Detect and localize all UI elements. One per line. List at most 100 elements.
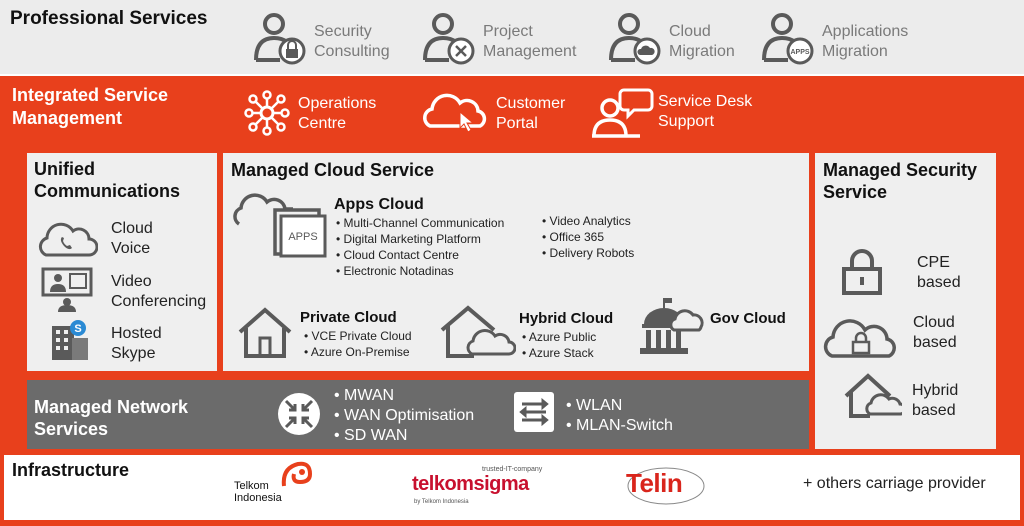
telkomsigma-logo: trusted-IT-company telkomsigma by Telkom… [412,466,546,510]
managed-network-services-title: Managed Network Services [34,396,188,440]
infrastructure-band [4,455,1020,520]
mss-label-line1: Cloud [913,314,955,331]
apps-cloud-list-2: Video Analytics Office 365 Delivery Robo… [542,213,635,261]
uc-label-line1: Hosted [111,325,162,342]
padlock-icon [842,249,882,295]
ps-label-line1: Project [483,23,533,40]
ism-label-line1: Operations [298,95,377,112]
apps-icon-text: APPS [288,231,317,243]
managed-security-service-panel [815,153,996,449]
list-item: Azure On-Premise [304,344,412,360]
house-cloud-icon [440,305,516,358]
telkom-swirl-icon [281,461,313,487]
list-item: WAN Optimisation [334,406,474,426]
ps-label-line2: Management [483,43,577,60]
ism-title-line2: Management [12,108,123,128]
ps-label-line2: Migration [669,43,735,60]
telkom-line1: Telkom [234,480,269,492]
ps-label-line2: Consulting [314,43,390,60]
wan-optimisation-icon [278,393,320,435]
professional-services-band [0,0,1024,74]
mss-title-line2: Service [823,182,888,202]
uc-label-line2: Voice [111,240,151,257]
cloud-lock-icon [823,319,896,358]
mns-title-line2: Services [34,419,109,439]
professional-services-title: Professional Services [10,8,208,29]
uc-label-line1: Video [111,273,152,290]
list-item: SD WAN [334,426,474,446]
mss-label-line2: based [912,402,956,419]
svg-text:APPS: APPS [790,49,809,56]
telkom-indonesia-logo: Telkom Indonesia [232,460,314,508]
hybrid-cloud-list: Azure Public Azure Stack [522,329,596,361]
infrastructure-title: Infrastructure [12,460,130,480]
ps-label-line1: Cloud [669,23,711,40]
list-item: MWAN [334,386,474,406]
mns-list-2: WLAN MLAN-Switch [566,396,673,436]
government-building-cloud-icon [640,298,704,354]
mss-label-line1: CPE [917,254,950,271]
ism-label-line2: Centre [298,115,347,132]
private-cloud-title: Private Cloud [300,309,397,326]
telkomsigma-sub: by Telkom Indonesia [414,499,469,505]
house-cloud-icon [844,373,902,418]
list-item: Video Analytics [542,213,634,229]
gov-cloud-title: Gov Cloud [710,310,786,327]
svg-text:S: S [74,323,81,335]
list-item: WLAN [566,396,673,416]
network-hub-icon [244,90,290,136]
ism-title-line1: Integrated Service [12,85,169,105]
list-item: Multi-Channel Communication [336,215,505,231]
unified-communications-title: Unified Communications [34,158,180,202]
cloud-pointer-icon [423,93,487,133]
ism-label-line1: Service Desk [658,93,753,110]
list-item: Office 365 [542,229,634,245]
apps-cloud-list-1: Multi-Channel Communication Digital Mark… [336,215,505,279]
skype-building-icon: S [52,320,88,360]
telin-logo: Telin [622,464,706,508]
list-item: Delivery Robots [542,245,635,261]
mss-label-line1: Hybrid [912,382,959,399]
house-icon [238,307,292,358]
others-carriage-provider: + others carriage provider [803,475,986,492]
telin-wordmark: Telin [626,468,683,498]
apps-cloud-title: Apps Cloud [334,196,424,213]
mss-item-hybrid-based: Hybrid based [912,381,958,421]
list-item: Digital Marketing Platform [336,231,504,247]
list-item: Azure Stack [522,345,596,361]
managed-security-service-title: Managed Security Service [823,159,977,203]
apps-cloud-icon: APPS [233,193,327,258]
list-item: MLAN-Switch [566,416,673,436]
mss-title-line1: Managed Security [823,160,978,180]
list-item: Azure Public [522,329,596,345]
private-cloud-list: VCE Private Cloud Azure On-Premise [304,328,412,360]
ism-label-line1: Customer [496,95,566,112]
list-item: Cloud Contact Centre [336,247,504,263]
uc-label-line2: Skype [111,345,156,362]
user-apps-icon: APPS [762,13,814,65]
list-item: VCE Private Cloud [304,328,412,344]
telkomsigma-wordmark: telkomsigma [412,473,529,495]
mss-label-line2: based [917,274,961,291]
managed-cloud-service-title: Managed Cloud Service [231,160,435,180]
mss-item-cpe-based: CPE based [917,253,961,293]
telin-orbit-icon [627,467,705,505]
cloud-phone-icon [38,222,98,257]
support-agent-icon [592,88,654,138]
user-tools-icon [423,13,475,65]
ism-title: Integrated Service Management [12,84,168,130]
uc-title-line2: Communications [34,181,181,201]
ism-label-line2: Support [658,113,715,130]
uc-label-line1: Cloud [111,220,153,237]
list-item: Electronic Notadinas [336,263,504,279]
ps-label-line1: Security [314,23,372,40]
ps-label-line1: Applications [822,23,909,40]
telkomsigma-tagline: trusted-IT-company [482,466,543,473]
mns-title-line1: Managed Network [34,397,189,417]
network-switch-icon [514,392,554,432]
ps-label-line2: Migration [822,43,888,60]
